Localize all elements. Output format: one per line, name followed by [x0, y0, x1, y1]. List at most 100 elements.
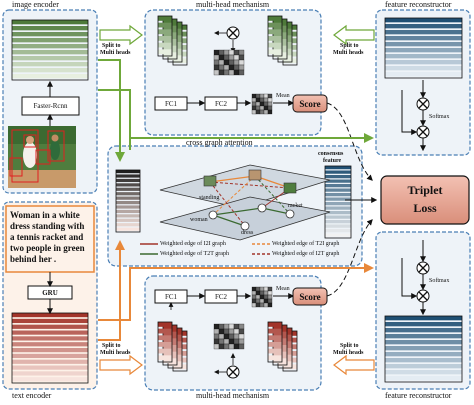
top-right-stack-layer-stripe — [273, 25, 287, 31]
top-right-stack-layer-stripe — [273, 45, 287, 51]
green-path-to-reconstructor — [98, 89, 374, 143]
cga-input-block-stripe — [116, 218, 140, 222]
bottom-attention-matrix-cell — [223, 323, 230, 330]
top-left-stack-layer-stripe — [158, 42, 172, 48]
bottom-mean-grid-cell — [263, 286, 269, 292]
consensus-feature-block-stripe — [325, 233, 351, 237]
multiply-icon — [226, 365, 240, 379]
top-mean-grid-cell — [259, 97, 265, 103]
top-mean-grid-cell — [263, 97, 269, 103]
cga-input-block-stripe — [116, 205, 140, 209]
top-attention-matrix-cell — [218, 54, 225, 61]
top-attention-matrix-cell — [228, 59, 235, 66]
cross-graph-attention-title: cross graph attention — [186, 138, 253, 147]
top-attention-matrix-cell — [233, 54, 240, 61]
reconstructed-text-block-stripe — [385, 358, 462, 363]
top-right-stack-layer — [267, 15, 283, 57]
triplet-loss-label-2: Loss — [413, 201, 437, 215]
top-right-stack-layer-stripe — [283, 45, 297, 50]
bottom-right-stack-layer-stripe — [268, 342, 282, 347]
text-feature-block-stripe — [12, 313, 88, 318]
bottom-attention-matrix-cell — [213, 323, 220, 330]
legend-t2t: Weighted edge of T2T graph — [160, 251, 229, 257]
text-feature-block-stripe — [12, 336, 88, 341]
cga-input-block-stripe — [116, 201, 140, 205]
top-right-stack-layer-stripe — [273, 32, 287, 38]
graph-icon — [159, 164, 331, 241]
split-bottom-right-1: Split to — [340, 343, 359, 349]
bottom-mean-grid-cell — [259, 294, 265, 300]
bottom-attention-matrix-cell — [213, 328, 220, 335]
bottom-left-stack-layer-stripe — [173, 357, 187, 363]
top-mean-grid-cell — [255, 109, 261, 115]
top-mean-grid-cell — [251, 93, 257, 99]
reconstructed-text-block-stripe — [385, 316, 462, 321]
top-mean-grid-cell — [267, 97, 273, 103]
image-feature-block-stripe — [12, 50, 88, 55]
top-left-stack-layer-stripe — [173, 45, 187, 50]
tensor-stack-icon — [267, 321, 298, 372]
reconstructed-image-block-stripe — [385, 60, 462, 65]
legend-lines — [140, 243, 270, 255]
arrow-rec-bot-3 — [401, 258, 418, 299]
bottom-mean-grid-cell — [255, 302, 261, 308]
tensor-stack-icon — [267, 15, 298, 66]
top-right-stack-layer-stripe — [273, 52, 287, 58]
bottom-left-stack-layer-stripe — [173, 351, 187, 356]
bottom-mean-grid-cell — [259, 298, 265, 304]
top-attention-matrix-cell — [223, 54, 230, 61]
bottom-left-stack-layer-stripe — [158, 322, 172, 327]
top-right-stack-layer-stripe — [268, 36, 282, 41]
fc1-bottom-label: FC1 — [164, 292, 178, 301]
text-feature-block — [11, 312, 89, 384]
top-left-stack-layer-stripe — [168, 35, 182, 41]
top-mean-grid-cell — [259, 101, 265, 107]
bottom-mean-grid-cell — [251, 286, 257, 292]
bottom-mean-grid-cell — [255, 286, 261, 292]
reconstructed-image-block-stripe — [385, 54, 462, 59]
top-attention-matrix-cell — [228, 64, 235, 71]
bottom-left-stack-layer-stripe — [168, 328, 182, 333]
fc1-top-label: FC1 — [164, 99, 178, 108]
top-attention-matrix-cell — [238, 54, 245, 61]
consensus-feature-block-stripe — [325, 202, 351, 206]
green-path-to-cga — [98, 59, 125, 162]
top-attention-matrix-cell — [238, 69, 245, 76]
bottom-mean-grid-cell — [263, 298, 269, 304]
bottom-left-stack-layer-stripe — [158, 335, 172, 341]
bottom-left-stack-layer-stripe — [163, 345, 177, 350]
bottom-left-stack-layer-stripe — [163, 351, 177, 357]
top-left-stack-layer-stripe — [173, 31, 187, 37]
top-mean-grid-cell — [255, 101, 261, 107]
split-top-right-2: Multi heads — [333, 50, 364, 56]
bottom-left-stack-layer-stripe — [158, 328, 172, 334]
top-left-stack-layer-stripe — [173, 58, 187, 64]
matrix-icon — [213, 49, 245, 76]
reconstructed-image-block-stripe — [385, 24, 462, 29]
bottom-left-stack-layer-stripe — [168, 354, 182, 360]
node-label-dress: dress — [241, 230, 254, 236]
feature-blocks — [11, 17, 463, 384]
consensus-feature-block-stripe — [325, 206, 351, 210]
top-attention-matrix-cell — [233, 49, 240, 56]
bottom-right-stack-layer-stripe — [283, 344, 297, 350]
bottom-mean-grid-cell — [255, 294, 261, 300]
cga-input-block-stripe — [116, 183, 140, 187]
text-feature-block-stripe — [12, 371, 88, 376]
bottom-right-stack-layer-stripe — [273, 331, 287, 337]
top-right-stack-layer-stripe — [268, 22, 282, 28]
faster-rcnn-label: Faster-Rcnn — [33, 102, 68, 110]
top-attention-matrix-cell — [213, 64, 220, 71]
text-feature-block-stripe — [12, 377, 88, 382]
bottom-right-stack-layer-stripe — [278, 361, 292, 367]
reconstructed-text-block-stripe — [385, 352, 462, 357]
top-right-stack-layer-stripe — [273, 19, 287, 24]
cga-input-block — [115, 169, 141, 233]
bottom-left-stack-layer-stripe — [163, 331, 177, 337]
bottom-right-stack-layer-stripe — [273, 345, 287, 350]
bottom-left-stack-layer-stripe — [173, 337, 187, 343]
bottom-right-stack-layer-stripe — [283, 351, 297, 356]
matrix-icon — [213, 323, 245, 350]
split-bottom-left-2: Multi heads — [100, 350, 131, 356]
